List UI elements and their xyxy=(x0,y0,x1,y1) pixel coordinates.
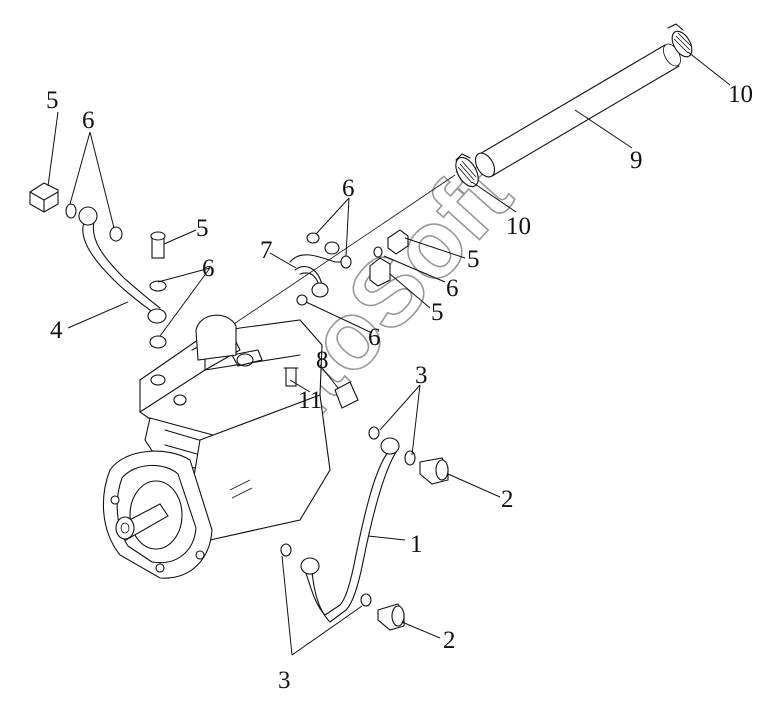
callout-3: 3 xyxy=(278,667,291,694)
pipe-part-9 xyxy=(474,43,681,178)
banjo-bolt-part-2-lower xyxy=(377,603,405,631)
callout-3: 3 xyxy=(415,362,428,389)
callout-10: 10 xyxy=(728,81,753,108)
bent-pipe-part-7 xyxy=(289,241,351,298)
callout-5: 5 xyxy=(431,299,444,326)
delivery-pipe-part-1 xyxy=(300,437,400,623)
callout-7: 7 xyxy=(260,237,273,264)
callout-5: 5 xyxy=(196,215,209,242)
callout-6: 6 xyxy=(342,175,355,202)
callout-8: 8 xyxy=(316,347,329,374)
banjo-bolt-part-5-right-upper xyxy=(387,229,409,255)
callout-labels: 1 2 2 3 3 4 5 5 5 5 6 6 6 6 6 7 8 9 10 1… xyxy=(46,81,753,694)
callout-11: 11 xyxy=(298,387,322,414)
callout-5: 5 xyxy=(46,87,59,114)
callout-4: 4 xyxy=(50,317,63,344)
bracket-part-8 xyxy=(334,381,359,409)
callout-6: 6 xyxy=(202,255,215,282)
callout-10: 10 xyxy=(506,213,531,240)
assembly-centerline xyxy=(224,174,456,331)
banjo-bolt-part-2-upper xyxy=(419,457,449,485)
washers-part-6 xyxy=(65,203,383,349)
hose-clamp-part-10-upper xyxy=(667,23,693,58)
banjo-bolt-part-5-left xyxy=(29,182,59,213)
air-compressor xyxy=(102,314,331,579)
callout-1: 1 xyxy=(410,531,423,558)
callout-2: 2 xyxy=(443,627,456,654)
hose-clamp-part-10-lower xyxy=(455,153,479,188)
fitting-part-11 xyxy=(283,367,299,387)
callout-6: 6 xyxy=(368,324,381,351)
banjo-bolt-part-5-right-lower xyxy=(369,257,391,287)
bent-pipe-part-4 xyxy=(78,206,167,324)
callout-6: 6 xyxy=(82,107,95,134)
callout-6: 6 xyxy=(446,275,459,302)
leader-lines xyxy=(47,51,731,656)
callout-9: 9 xyxy=(630,147,643,174)
callout-5: 5 xyxy=(467,246,480,273)
banjo-bolt-part-5-center xyxy=(150,231,166,259)
washers-part-3 xyxy=(280,426,416,607)
callout-2: 2 xyxy=(501,486,514,513)
